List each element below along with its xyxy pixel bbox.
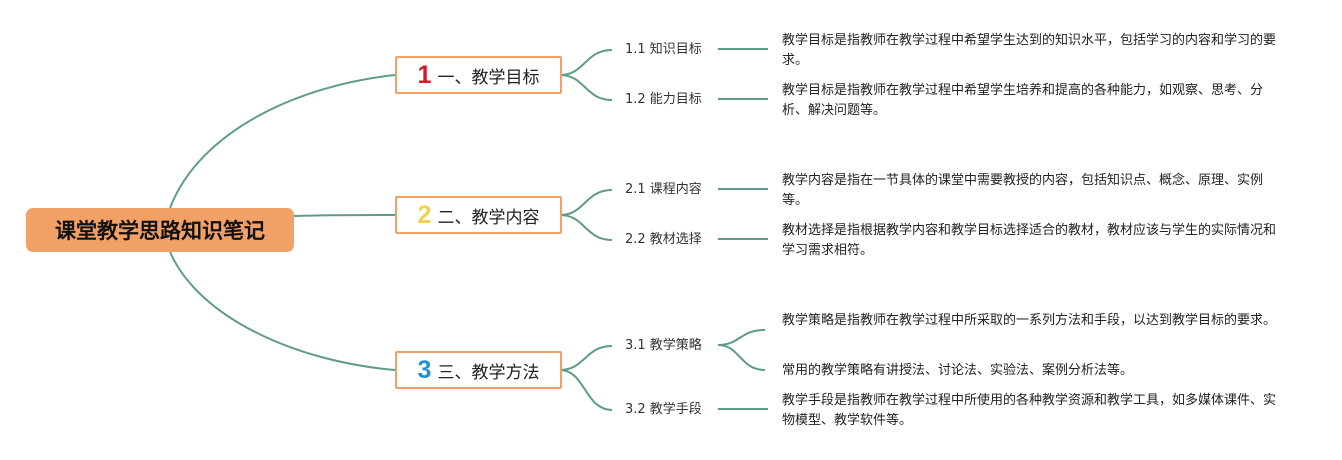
- connector-1-1: [559, 49, 613, 76]
- connector-2-1: [559, 189, 613, 216]
- sub-node-3-2[interactable]: 3.2 教学手段: [625, 402, 702, 417]
- note-3-2[interactable]: 教学手段是指教师在教学过程中所使用的各种教学资源和教学工具，如多媒体课件、实物模…: [782, 393, 1277, 428]
- sub-node-2-1[interactable]: 2.1 课程内容: [625, 182, 702, 197]
- note-2-1[interactable]: 教学内容是指在一节具体的课堂中需要教授的内容，包括知识点、概念、原理、实例等。: [782, 173, 1264, 208]
- connector-1-2: [559, 74, 613, 101]
- branch-node-teaching-goals[interactable]: 1 一、教学目标: [395, 56, 562, 94]
- number-3-icon: 3: [417, 355, 432, 384]
- note-3-1b[interactable]: 常用的教学策略有讲授法、讨论法、实验法、案例分析法等。: [782, 363, 1134, 378]
- number-2-icon: 2: [417, 200, 432, 229]
- sub-node-3-1[interactable]: 3.1 教学策略: [625, 338, 702, 353]
- branch-node-teaching-content[interactable]: 2 二、教学内容: [395, 196, 562, 234]
- branch-node-teaching-methods[interactable]: 3 三、教学方法: [395, 351, 562, 389]
- connector-3-2: [559, 369, 613, 411]
- connector-root-branch-1: [169, 74, 396, 209]
- connector-3-1: [559, 345, 613, 371]
- branch-label: 一、教学目标: [437, 67, 540, 88]
- sub-node-1-1[interactable]: 1.1 知识目标: [625, 42, 702, 57]
- root-title: 课堂教学思路知识笔记: [55, 219, 265, 243]
- number-1-icon: 1: [417, 60, 432, 89]
- note-3-1a[interactable]: 教学策略是指教师在教学过程中所采取的一系列方法和手段，以达到教学目标的要求。: [782, 313, 1277, 328]
- connector-root-branch-3: [169, 251, 396, 371]
- branch-label: 二、教学内容: [437, 207, 540, 228]
- note-1-1[interactable]: 教学目标是指教师在教学过程中希望学生达到的知识水平，包括学习的内容和学习的要求。: [782, 33, 1277, 68]
- connector-note-3-1b: [717, 344, 766, 371]
- connector-root-branch-2: [293, 214, 396, 217]
- connector-2-2: [559, 214, 613, 241]
- sub-node-2-2[interactable]: 2.2 教材选择: [625, 232, 702, 247]
- root-node[interactable]: 课堂教学思路知识笔记: [26, 208, 294, 252]
- sub-node-1-2[interactable]: 1.2 能力目标: [625, 92, 702, 107]
- note-1-2[interactable]: 教学目标是指教师在教学过程中希望学生培养和提高的各种能力，如观察、思考、分析、解…: [782, 83, 1264, 118]
- connector-note-3-1a: [717, 329, 766, 346]
- branch-label: 三、教学方法: [437, 362, 540, 383]
- note-2-2[interactable]: 教材选择是指根据教学内容和教学目标选择适合的教材，教材应该与学生的实际情况和学习…: [782, 223, 1277, 258]
